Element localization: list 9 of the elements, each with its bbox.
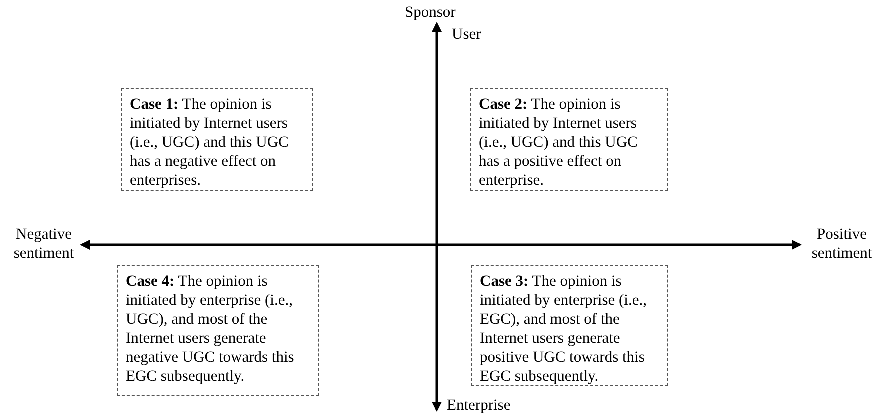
axis-label: Sponsor [405,3,457,22]
case-description: Case 2: The opinion is initiated by Internet users (i.e., UGC) and this UGC has a positive effect on enterprise. [479,95,639,190]
axis-end-label: Negative sentiment [12,225,76,263]
case-description: Case 3: The opinion is initiated by enterprise (i.e., EGC), and most of the Internet users generate positive UGC towards this EGC subsequently. [480,272,648,386]
axis-end-label: Enterprise [447,396,512,415]
case-description: Case 1: The opinion is initiated by Internet users (i.e., UGC) and this UGC has a negative effect on enterprises. [130,95,290,190]
axis-end-label: User [452,25,482,44]
axis-end-label: Positive sentiment [810,225,874,263]
case-description: Case 4: The opinion is initiated by enterprise (i.e., UGC), and most of the Internet users generate negative UGC towards this EGC subsequently. [126,272,296,386]
